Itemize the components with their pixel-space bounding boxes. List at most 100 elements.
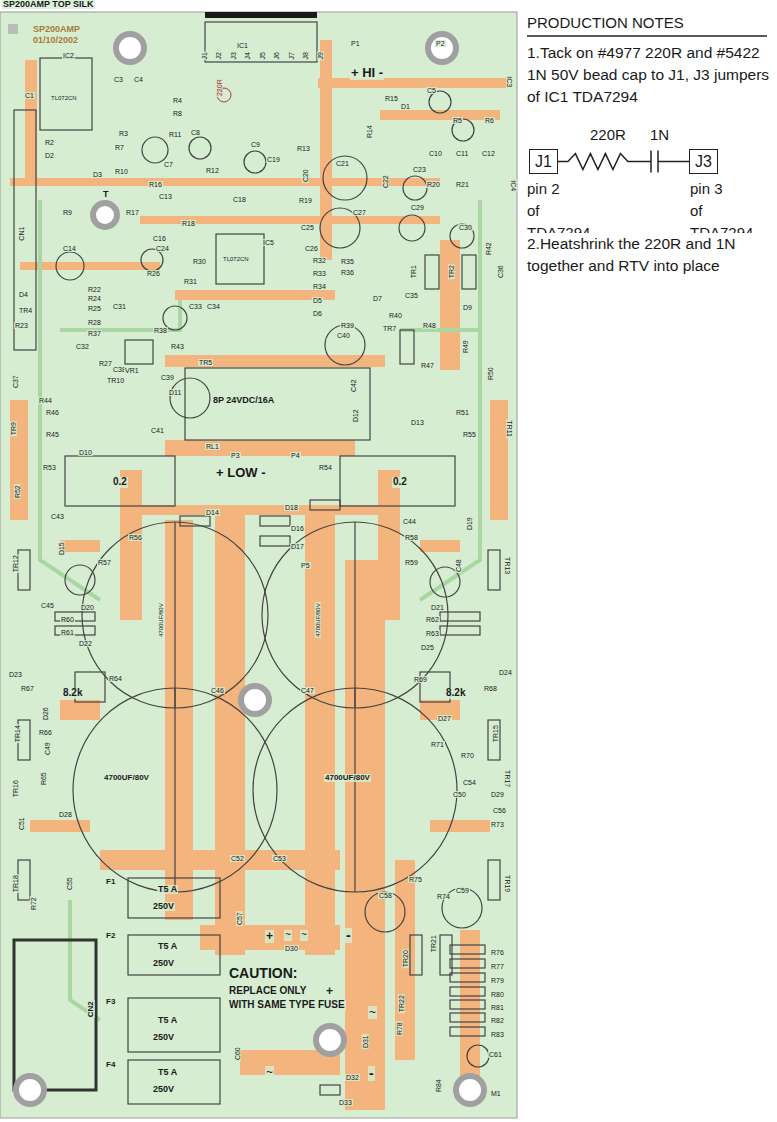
jumper-box: J3 (689, 149, 718, 174)
part-label: 4700UF/80V (158, 602, 164, 638)
part-label: C32 (75, 343, 90, 350)
part-label: TR16 (12, 779, 19, 798)
part-label: D7 (372, 295, 383, 302)
part-label: D2 (44, 152, 55, 159)
part-label: R60 (60, 616, 75, 623)
part-label: C50 (452, 791, 467, 798)
part-label: C37 (12, 374, 19, 389)
part-label: R51 (455, 409, 470, 416)
part-label: C39 (160, 374, 175, 381)
part-label: P2 (435, 40, 446, 47)
part-label: C31 (112, 303, 127, 310)
part-label: D5 (312, 297, 323, 304)
part-label: C11 (455, 150, 469, 157)
part-label: 250V (152, 959, 175, 968)
part-label: R33 (312, 270, 327, 277)
part-label: F2 (105, 932, 116, 940)
part-label: R63 (425, 630, 440, 637)
part-label: R27 (98, 360, 113, 367)
part-label: D16 (290, 525, 305, 532)
part-label: R48 (422, 322, 437, 329)
part-label: C12 (481, 150, 496, 157)
jumper-label: J3 (695, 153, 712, 170)
part-label: R75 (408, 876, 423, 883)
part-label: 8.2k (62, 688, 83, 699)
part-label: R16 (148, 181, 163, 188)
part-label: R28 (87, 319, 102, 326)
part-label: R20 (426, 181, 441, 188)
part-label: D9 (462, 304, 473, 311)
part-label: R35 (340, 258, 355, 265)
part-label: R82 (490, 1017, 505, 1024)
part-label: R34 (312, 283, 327, 290)
part-label: TR12 (12, 554, 19, 573)
part-label: J4 (244, 51, 251, 60)
part-label: C61 (488, 1051, 503, 1058)
part-label: R31 (183, 278, 198, 285)
part-label: C58 (378, 892, 393, 899)
part-label: + HI - (350, 66, 384, 80)
part-label: C3 (113, 76, 124, 83)
part-label: TR15 (492, 724, 499, 743)
note-text: 220R (590, 124, 626, 146)
part-label: P5 (300, 562, 311, 569)
part-label: 4700UF/80V (315, 602, 321, 638)
part-label: F1 (105, 878, 116, 886)
part-label: R4 (172, 97, 183, 104)
part-label: R42 (485, 241, 492, 256)
part-label: R46 (45, 409, 60, 416)
part-label: IC2 (62, 52, 75, 59)
part-label: C42 (350, 378, 357, 393)
part-label: C13 (158, 193, 173, 200)
part-label: J1 (201, 51, 208, 60)
part-label: + LOW - (215, 466, 266, 480)
part-label: R50 (487, 366, 494, 381)
part-label: C49 (44, 741, 51, 756)
part-label: C22 (382, 174, 389, 189)
part-label: D24 (498, 669, 513, 676)
part-label: D3 (92, 171, 103, 178)
part-label: R55 (462, 431, 477, 438)
part-label: R80 (490, 991, 505, 998)
part-label: J3 (230, 51, 237, 60)
part-label: WITH SAME TYPE FUSE (228, 1000, 346, 1011)
part-label: SP200AMP (32, 25, 81, 34)
part-label: T5 A (157, 942, 178, 951)
part-label: R66 (38, 729, 53, 736)
part-label: C19 (266, 156, 281, 163)
part-label: TR7 (382, 325, 397, 332)
part-label: C51 (18, 816, 25, 831)
part-label: TR13 (504, 556, 511, 575)
part-label: J6 (273, 51, 280, 60)
part-label: 8.2k (445, 688, 466, 699)
part-label: CAUTION: (228, 966, 298, 981)
part-label: ~ (368, 1006, 377, 1019)
part-label: M1 (490, 1090, 502, 1097)
part-label: D15 (58, 541, 65, 556)
part-label: SP200AMP TOP SILK (2, 0, 95, 9)
part-label: R22 (87, 286, 102, 293)
part-label: C57 (236, 911, 243, 926)
part-label: TR18 (12, 874, 19, 893)
part-label: C21 (335, 160, 350, 167)
part-label: R56 (128, 534, 143, 541)
note-text: 2.Heatshrink the 220R and 1N together an… (527, 233, 772, 277)
part-label: D31 (362, 1034, 369, 1049)
part-label: R84 (435, 1078, 442, 1093)
part-label: R81 (490, 1004, 505, 1011)
part-label: D10 (78, 449, 93, 456)
part-label: D29 (490, 791, 505, 798)
part-label: REPLACE ONLY (228, 986, 307, 997)
part-label: + (325, 985, 334, 998)
part-label: TR20 (402, 949, 409, 968)
part-label: R71 (430, 741, 445, 748)
part-label: TR9 (10, 421, 17, 436)
part-label: J2 (215, 51, 222, 60)
part-label: R14 (366, 124, 373, 139)
part-label: C43 (50, 513, 65, 520)
part-label: R39 (340, 322, 355, 329)
part-label: T5 A (157, 1068, 178, 1077)
part-label: C18 (232, 196, 247, 203)
part-label: R44 (38, 397, 53, 404)
